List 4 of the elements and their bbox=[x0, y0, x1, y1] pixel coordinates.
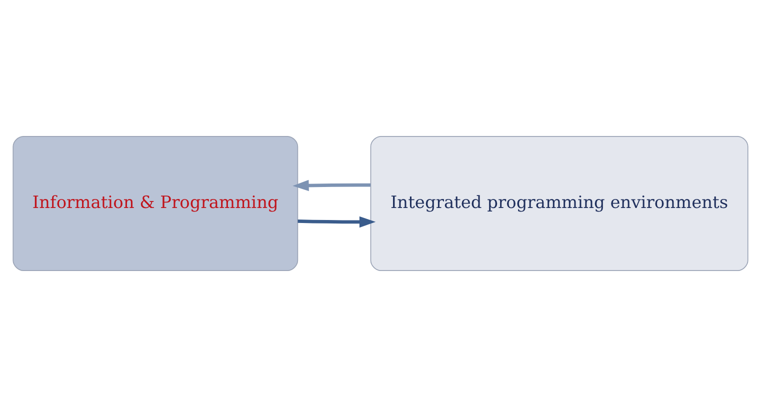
node-box: Information & Programming bbox=[12, 136, 298, 272]
arrow bbox=[298, 216, 376, 228]
node-box: Integrated programming environments bbox=[370, 136, 748, 272]
arrow bbox=[292, 180, 370, 192]
